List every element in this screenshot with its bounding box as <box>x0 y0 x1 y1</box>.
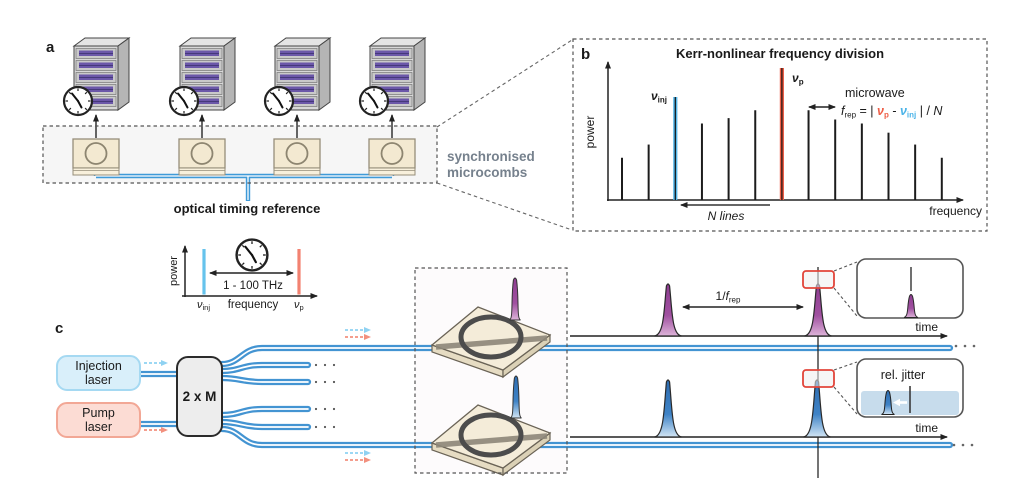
nu-p-comb-label: νp <box>792 71 804 87</box>
panel-b-xlabel: frequency <box>929 204 982 218</box>
nu-p-label: νp <box>294 299 304 312</box>
callout-line-top <box>436 39 573 128</box>
chip-spike-purple <box>509 277 521 321</box>
pulse-spacing-label: 1/frep <box>716 289 741 305</box>
sync-inset <box>856 258 964 319</box>
synchronised-label-line1: synchronised <box>447 149 535 164</box>
panel-c: c Injection laser <box>55 258 976 478</box>
jitter-arrowhead <box>893 398 900 407</box>
ring-dashed-box <box>414 267 568 474</box>
pump-laser-label-line1: Pump <box>82 406 115 420</box>
chip-spike-blue <box>510 375 522 419</box>
inset-xlabel: frequency <box>228 299 279 311</box>
callout-line-bottom <box>436 182 573 231</box>
comb-spectrum <box>621 68 943 200</box>
microcomb-chip-icon <box>368 138 416 176</box>
microcomb-chip-icon <box>72 138 120 176</box>
injection-laser-label-line2: laser <box>85 373 112 387</box>
clock-icon <box>62 85 94 117</box>
panel-a: a <box>42 37 573 312</box>
jitter-inset: rel. jitter <box>856 358 964 418</box>
panel-b-ylabel: power <box>583 116 597 149</box>
microcomb-chip-icon <box>273 138 321 176</box>
panel-b-dashed-box <box>572 38 988 232</box>
clock-icon <box>358 85 390 117</box>
time-label-top: time <box>915 320 938 334</box>
nu-inj-label: νinj <box>197 299 210 312</box>
chip-pulse-spikes <box>509 277 522 419</box>
propagation-arrows <box>144 327 371 463</box>
n-lines-label: N lines <box>708 209 745 223</box>
panel-b: b Kerr-nonlinear frequency division powe… <box>572 38 988 232</box>
clock-icon <box>263 85 295 117</box>
span-label: 1 - 100 THz <box>223 280 283 292</box>
inset-pulse <box>881 390 895 415</box>
pulse <box>653 283 683 337</box>
coupler-label: 2 x M <box>183 389 217 404</box>
channel-ellipsis-dots <box>314 344 976 447</box>
clock-icon <box>168 85 200 117</box>
inset-ylabel: power <box>168 256 180 286</box>
zoom-connectors <box>833 261 858 415</box>
panel-c-label: c <box>55 320 63 337</box>
microcombs-dashed-box <box>42 125 438 184</box>
jitter-label: rel. jitter <box>881 368 925 382</box>
pulse <box>653 379 683 438</box>
injection-laser-box: Injection laser <box>56 355 141 391</box>
coupler-box: 2 x M <box>176 356 223 437</box>
nu-inj-comb-label: νinj <box>651 89 667 105</box>
panel-b-title: Kerr-nonlinear frequency division <box>676 46 884 61</box>
pump-laser-label-line2: laser <box>85 420 112 434</box>
microcomb-chip-icon <box>178 138 226 176</box>
injection-laser-label-line1: Injection <box>75 359 122 373</box>
inset-pulse <box>903 294 919 318</box>
synchronised-label-line2: microcombs <box>447 165 527 180</box>
waveguides <box>136 344 954 449</box>
timing-reference-spectrum: power 1 - 100 THz frequency νinj νp <box>168 238 318 312</box>
pump-laser-box: Pump laser <box>56 402 141 438</box>
panel-b-label: b <box>581 46 590 63</box>
optical-timing-reference-label: optical timing reference <box>174 201 321 216</box>
frequency-division-formula: frep = | νp - νinj | / N <box>841 104 943 120</box>
panel-a-label: a <box>46 39 55 56</box>
zoom-rect-top <box>802 270 835 289</box>
microwave-label: microwave <box>845 86 905 100</box>
time-label-bottom: time <box>915 421 938 435</box>
zoom-rect-bottom <box>802 369 835 388</box>
clock-icon <box>235 238 269 272</box>
